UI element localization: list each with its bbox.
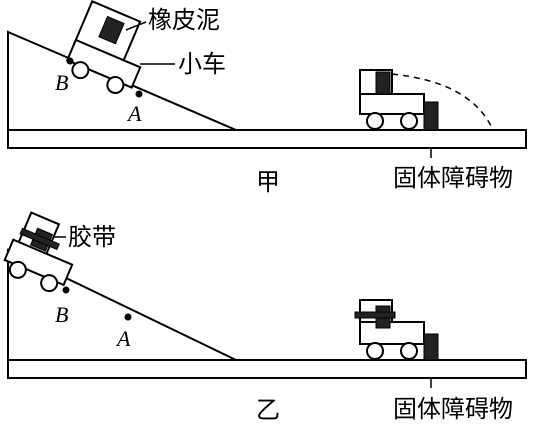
point-b-dot xyxy=(62,286,70,294)
tape-strip xyxy=(354,311,396,319)
wheel-icon xyxy=(400,112,418,130)
wheel-icon xyxy=(366,112,384,130)
figure-caption: 乙 xyxy=(256,396,280,424)
cart-base xyxy=(65,38,142,89)
cart-at-obstacle-a xyxy=(359,69,493,131)
point-b-label: B xyxy=(55,302,68,327)
putty-label: 橡皮泥 xyxy=(148,6,220,34)
obstacle-label: 固体障碍物 xyxy=(393,395,513,423)
point-a-label: A xyxy=(126,101,142,126)
obstacle-block xyxy=(423,101,439,131)
point-b-label: B xyxy=(55,70,68,95)
wheel-icon xyxy=(106,75,125,94)
putty-block xyxy=(98,15,125,45)
ground-b xyxy=(7,359,527,379)
obstacle-label: 固体障碍物 xyxy=(393,164,513,192)
putty-leader xyxy=(125,21,147,31)
cart-base xyxy=(359,93,425,115)
point-a-dot xyxy=(135,90,143,98)
tape-label: 胶带 xyxy=(68,223,116,251)
wheel-icon xyxy=(40,274,59,293)
figure-caption: 甲 xyxy=(256,168,280,196)
point-b-dot xyxy=(66,57,74,65)
wheel-icon xyxy=(71,61,90,80)
wheel-icon xyxy=(400,342,418,360)
ground-a xyxy=(7,129,527,149)
tape-strip xyxy=(19,227,60,251)
cart-on-ramp-b xyxy=(3,211,74,293)
cart-at-obstacle-b xyxy=(354,299,439,361)
cart-on-ramp-a xyxy=(65,0,142,94)
cart-base xyxy=(359,321,425,345)
obstacle-block xyxy=(423,333,439,361)
wheel-icon xyxy=(366,342,384,360)
cart-label: 小车 xyxy=(178,50,226,78)
cart-base xyxy=(3,238,74,287)
trajectory-curve xyxy=(391,73,493,129)
wheel-icon xyxy=(8,260,27,279)
putty-block xyxy=(375,71,391,95)
point-a-label: A xyxy=(115,326,131,351)
figure-a: 橡皮泥 小车 B A 固体障碍物 甲 xyxy=(7,0,527,196)
point-a-dot xyxy=(124,313,132,321)
figure-b: 胶带 B A 固体障碍物 乙 xyxy=(3,211,527,424)
